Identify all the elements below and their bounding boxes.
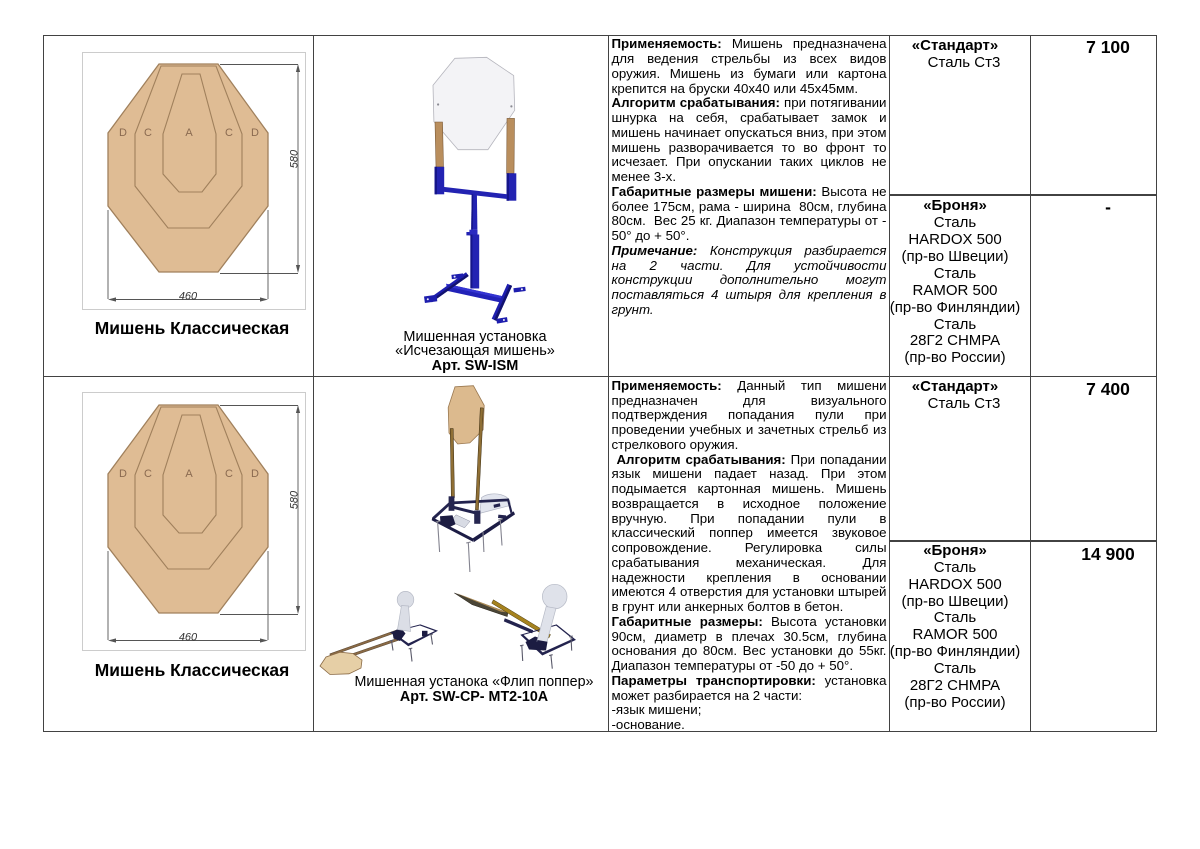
svg-text:460: 460: [179, 632, 198, 644]
svg-text:580: 580: [289, 149, 301, 168]
svg-text:580: 580: [289, 490, 301, 509]
svg-text:C: C: [144, 468, 152, 480]
svg-text:D: D: [119, 468, 127, 480]
svg-text:D: D: [251, 468, 259, 480]
svg-text:D: D: [119, 127, 127, 139]
svg-text:C: C: [144, 127, 152, 139]
svg-text:D: D: [251, 127, 259, 139]
svg-text:C: C: [225, 127, 233, 139]
svg-text:C: C: [225, 468, 233, 480]
svg-text:A: A: [185, 127, 193, 139]
svg-text:A: A: [185, 468, 193, 480]
svg-text:460: 460: [179, 291, 198, 303]
